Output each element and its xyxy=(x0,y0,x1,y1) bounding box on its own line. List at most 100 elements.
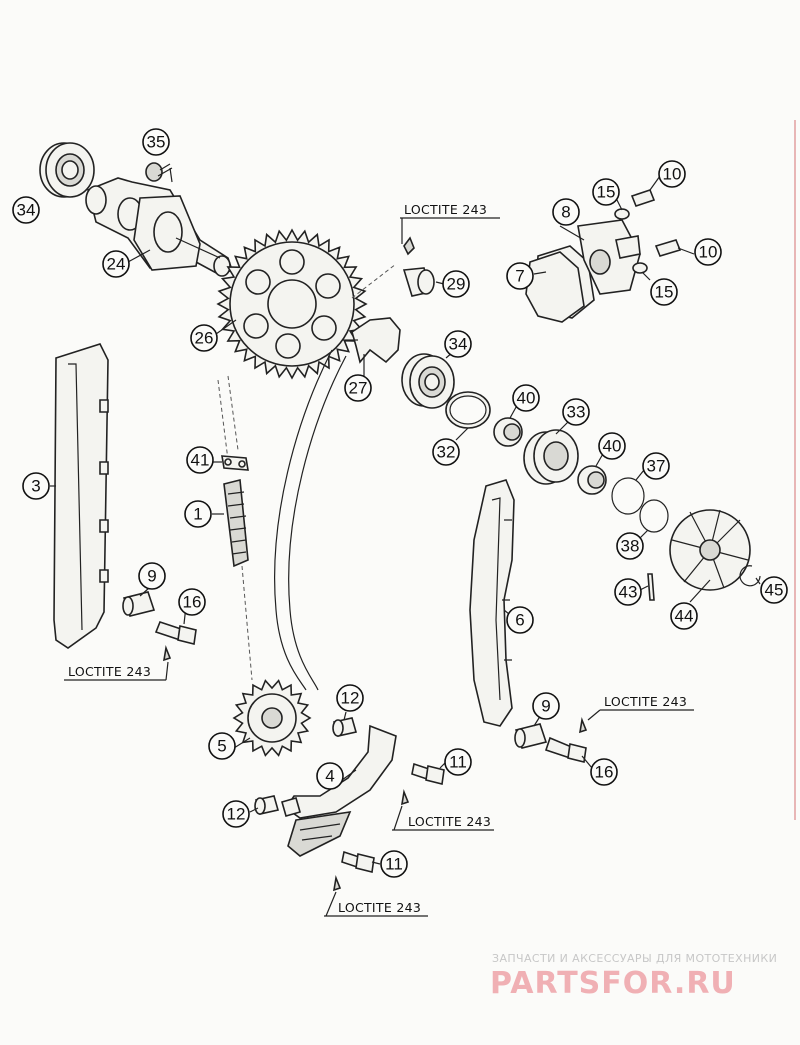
svg-text:11: 11 xyxy=(385,855,403,874)
callout-6: 6 xyxy=(506,606,534,634)
camshaft-24 xyxy=(85,177,233,277)
seal-40-lower xyxy=(577,465,607,495)
cam-sprocket-26 xyxy=(216,228,368,380)
bearing-34-lower xyxy=(401,353,455,409)
bolt-29 xyxy=(402,236,435,297)
callout-24: 24 xyxy=(102,250,130,278)
chain-guide-6 xyxy=(469,479,515,727)
timing-chain-1 xyxy=(223,478,249,568)
callout-45: 45 xyxy=(760,576,788,604)
svg-text:40: 40 xyxy=(603,437,622,456)
svg-text:12: 12 xyxy=(227,805,246,824)
svg-text:35: 35 xyxy=(147,133,166,152)
svg-text:15: 15 xyxy=(597,183,616,202)
callout-12-upper: 12 xyxy=(336,684,364,712)
callout-7: 7 xyxy=(506,262,534,290)
svg-text:LOCTITE 243: LOCTITE 243 xyxy=(338,900,421,915)
bolt-11-upper xyxy=(400,762,445,806)
callout-37: 37 xyxy=(642,452,670,480)
impeller-44 xyxy=(669,509,751,591)
svg-text:10: 10 xyxy=(663,165,682,184)
bolt-16-left xyxy=(154,621,197,662)
sensor-27 xyxy=(342,317,401,364)
svg-text:9: 9 xyxy=(147,567,156,586)
callout-26: 26 xyxy=(190,324,218,352)
callout-1: 1 xyxy=(184,500,212,528)
svg-text:16: 16 xyxy=(183,593,202,612)
svg-text:40: 40 xyxy=(517,389,536,408)
svg-text:LOCTITE 243: LOCTITE 243 xyxy=(68,664,151,679)
seal-40-upper xyxy=(493,417,523,447)
callout-34-lower: 34 xyxy=(444,330,472,358)
callout-34-upper: 34 xyxy=(12,196,40,224)
bolt-11-lower xyxy=(332,850,375,892)
loctite-label-left: LOCTITE 243 xyxy=(64,661,169,681)
loctite-label-middle: LOCTITE 243 xyxy=(392,805,494,831)
callout-16-right: 16 xyxy=(590,758,618,786)
bearing-34-upper xyxy=(39,142,95,198)
bolt-16-right xyxy=(544,717,588,763)
loctite-label-bottom: LOCTITE 243 xyxy=(324,891,428,917)
svg-text:10: 10 xyxy=(699,243,718,262)
callout-9-right: 9 xyxy=(532,692,560,720)
svg-text:15: 15 xyxy=(655,283,674,302)
callout-41: 41 xyxy=(186,446,214,474)
callout-15-lower: 15 xyxy=(650,278,678,306)
svg-text:12: 12 xyxy=(341,689,360,708)
svg-text:37: 37 xyxy=(647,457,666,476)
callout-40-lower: 40 xyxy=(598,432,626,460)
svg-text:43: 43 xyxy=(619,583,638,602)
callout-8: 8 xyxy=(552,198,580,226)
chain-guide-4 xyxy=(281,724,397,857)
loctite-label-upper: LOCTITE 243 xyxy=(400,202,500,244)
svg-text:1: 1 xyxy=(193,505,202,524)
pin-43 xyxy=(647,573,655,601)
svg-text:44: 44 xyxy=(675,607,694,626)
svg-text:26: 26 xyxy=(195,329,214,348)
shaft-33 xyxy=(523,429,579,485)
callout-9-left: 9 xyxy=(138,562,166,590)
oring-37 xyxy=(611,477,645,515)
oring-38 xyxy=(639,499,669,533)
chain-link-41 xyxy=(221,455,249,471)
callout-12-lower: 12 xyxy=(222,800,250,828)
svg-text:LOCTITE 243: LOCTITE 243 xyxy=(604,694,687,709)
svg-text:LOCTITE 243: LOCTITE 243 xyxy=(404,202,487,217)
chain-guide-3 xyxy=(53,343,109,649)
callout-5: 5 xyxy=(208,732,236,760)
bushing-12-upper xyxy=(332,717,358,737)
svg-text:27: 27 xyxy=(349,379,368,398)
clip-45 xyxy=(739,565,761,587)
chain-tensioner-8 xyxy=(525,189,682,323)
bushing-12-lower xyxy=(254,795,280,815)
callout-32: 32 xyxy=(432,438,460,466)
bushing-9-right xyxy=(514,723,548,749)
callout-44: 44 xyxy=(670,602,698,630)
callout-3: 3 xyxy=(22,472,50,500)
svg-text:5: 5 xyxy=(217,737,226,756)
callout-11-lower: 11 xyxy=(380,850,408,878)
watermark-tagline: ЗАПЧАСТИ И АКСЕССУАРЫ ДЛЯ МОТОТЕХНИКИ xyxy=(492,952,778,965)
callout-10-lower: 10 xyxy=(694,238,722,266)
callout-11-upper: 11 xyxy=(444,748,472,776)
svg-text:4: 4 xyxy=(325,767,334,786)
svg-text:45: 45 xyxy=(765,581,784,600)
callout-4: 4 xyxy=(316,762,344,790)
callout-27: 27 xyxy=(344,374,372,402)
svg-text:LOCTITE 243: LOCTITE 243 xyxy=(408,814,491,829)
oring-32 xyxy=(445,391,491,429)
svg-text:32: 32 xyxy=(437,443,456,462)
bushing-9-left xyxy=(122,591,156,617)
svg-text:3: 3 xyxy=(31,477,40,496)
svg-text:6: 6 xyxy=(515,611,524,630)
svg-text:34: 34 xyxy=(17,201,36,220)
svg-text:16: 16 xyxy=(595,763,614,782)
callout-10-upper: 10 xyxy=(658,160,686,188)
page-edge-line xyxy=(794,120,796,820)
callout-43: 43 xyxy=(614,578,642,606)
svg-text:8: 8 xyxy=(561,203,570,222)
svg-text:29: 29 xyxy=(447,275,466,294)
callout-15-upper: 15 xyxy=(592,178,620,206)
